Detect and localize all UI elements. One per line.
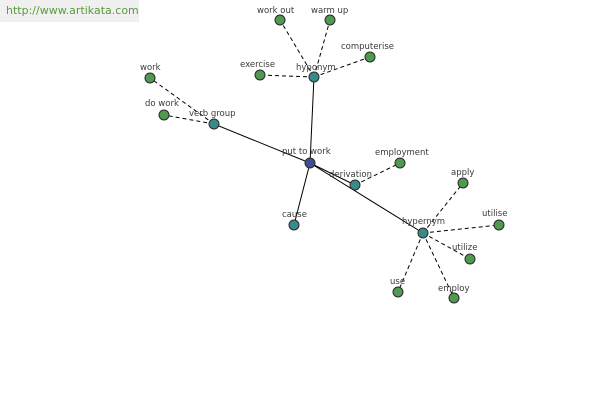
leaf-node-do-work[interactable] [158,109,170,121]
leaf-node-employment-label: employment [375,148,429,158]
edge-hypernym-to-utilise [422,224,500,234]
graph-edges [149,19,500,299]
watermark-url: http://www.artikata.com [0,0,139,22]
leaf-node-apply[interactable] [457,177,469,189]
leaf-node-exercise[interactable] [254,69,266,81]
graph-nodes [144,14,505,304]
relation-node-hypernym-label: hypernym [402,217,445,227]
leaf-node-use-label: use [390,277,405,287]
leaf-node-warm-up-label: warm up [311,6,348,16]
leaf-node-employ[interactable] [448,292,460,304]
leaf-node-work[interactable] [144,72,156,84]
leaf-node-computerise[interactable] [364,51,376,63]
edge-verb-group-to-do-work [163,114,215,125]
leaf-node-warm-up[interactable] [324,14,336,26]
edge-hypernym-to-employ [422,232,455,299]
graph-labels: put to work hyponym verb group derivation ca… [140,6,507,294]
relation-node-derivation[interactable] [349,179,361,191]
leaf-node-use[interactable] [392,286,404,298]
edge-derivation-to-employment [354,162,401,186]
leaf-node-do-work-label: do work [145,99,179,109]
leaf-node-exercise-label: exercise [240,60,275,70]
relation-node-verb-group-label: verb group [189,109,236,119]
leaf-node-utilize[interactable] [464,253,476,265]
relation-node-hypernym[interactable] [417,227,429,239]
center-node[interactable] [304,157,316,169]
relation-node-hyponym[interactable] [308,71,320,83]
edge-center-to-hyponym [309,76,315,164]
relation-node-cause-label: cause [282,210,307,220]
relation-node-derivation-label: derivation [329,170,372,180]
edge-center-to-cause [293,162,311,226]
leaf-node-computerise-label: computerise [341,42,394,52]
edge-hyponym-to-computerise [313,56,371,78]
edge-center-to-hypernym [309,162,424,234]
edge-hypernym-to-apply [422,182,464,234]
relation-node-cause[interactable] [288,219,300,231]
leaf-node-work-out[interactable] [274,14,286,26]
leaf-node-employ-label: employ [438,284,470,294]
edge-hypernym-to-use [397,232,424,293]
edge-hypernym-to-utilize [422,232,471,260]
leaf-node-utilise-label: utilise [482,209,507,219]
relation-node-hyponym-label: hyponym [296,63,336,73]
edge-hyponym-to-warm-up [313,19,331,78]
leaf-node-apply-label: apply [451,168,474,178]
edge-center-to-verb-group [213,123,311,164]
leaf-node-employment[interactable] [394,157,406,169]
leaf-node-utilise[interactable] [493,219,505,231]
leaf-node-work-label: work [140,63,161,73]
edge-center-to-derivation [309,162,356,186]
center-node-label: put to work [282,147,331,157]
edge-hyponym-to-exercise [259,74,315,78]
edge-verb-group-to-work [149,77,215,125]
leaf-node-utilize-label: utilize [452,243,478,253]
leaf-node-work-out-label: work out [257,6,295,16]
relation-node-verb-group[interactable] [208,118,220,130]
